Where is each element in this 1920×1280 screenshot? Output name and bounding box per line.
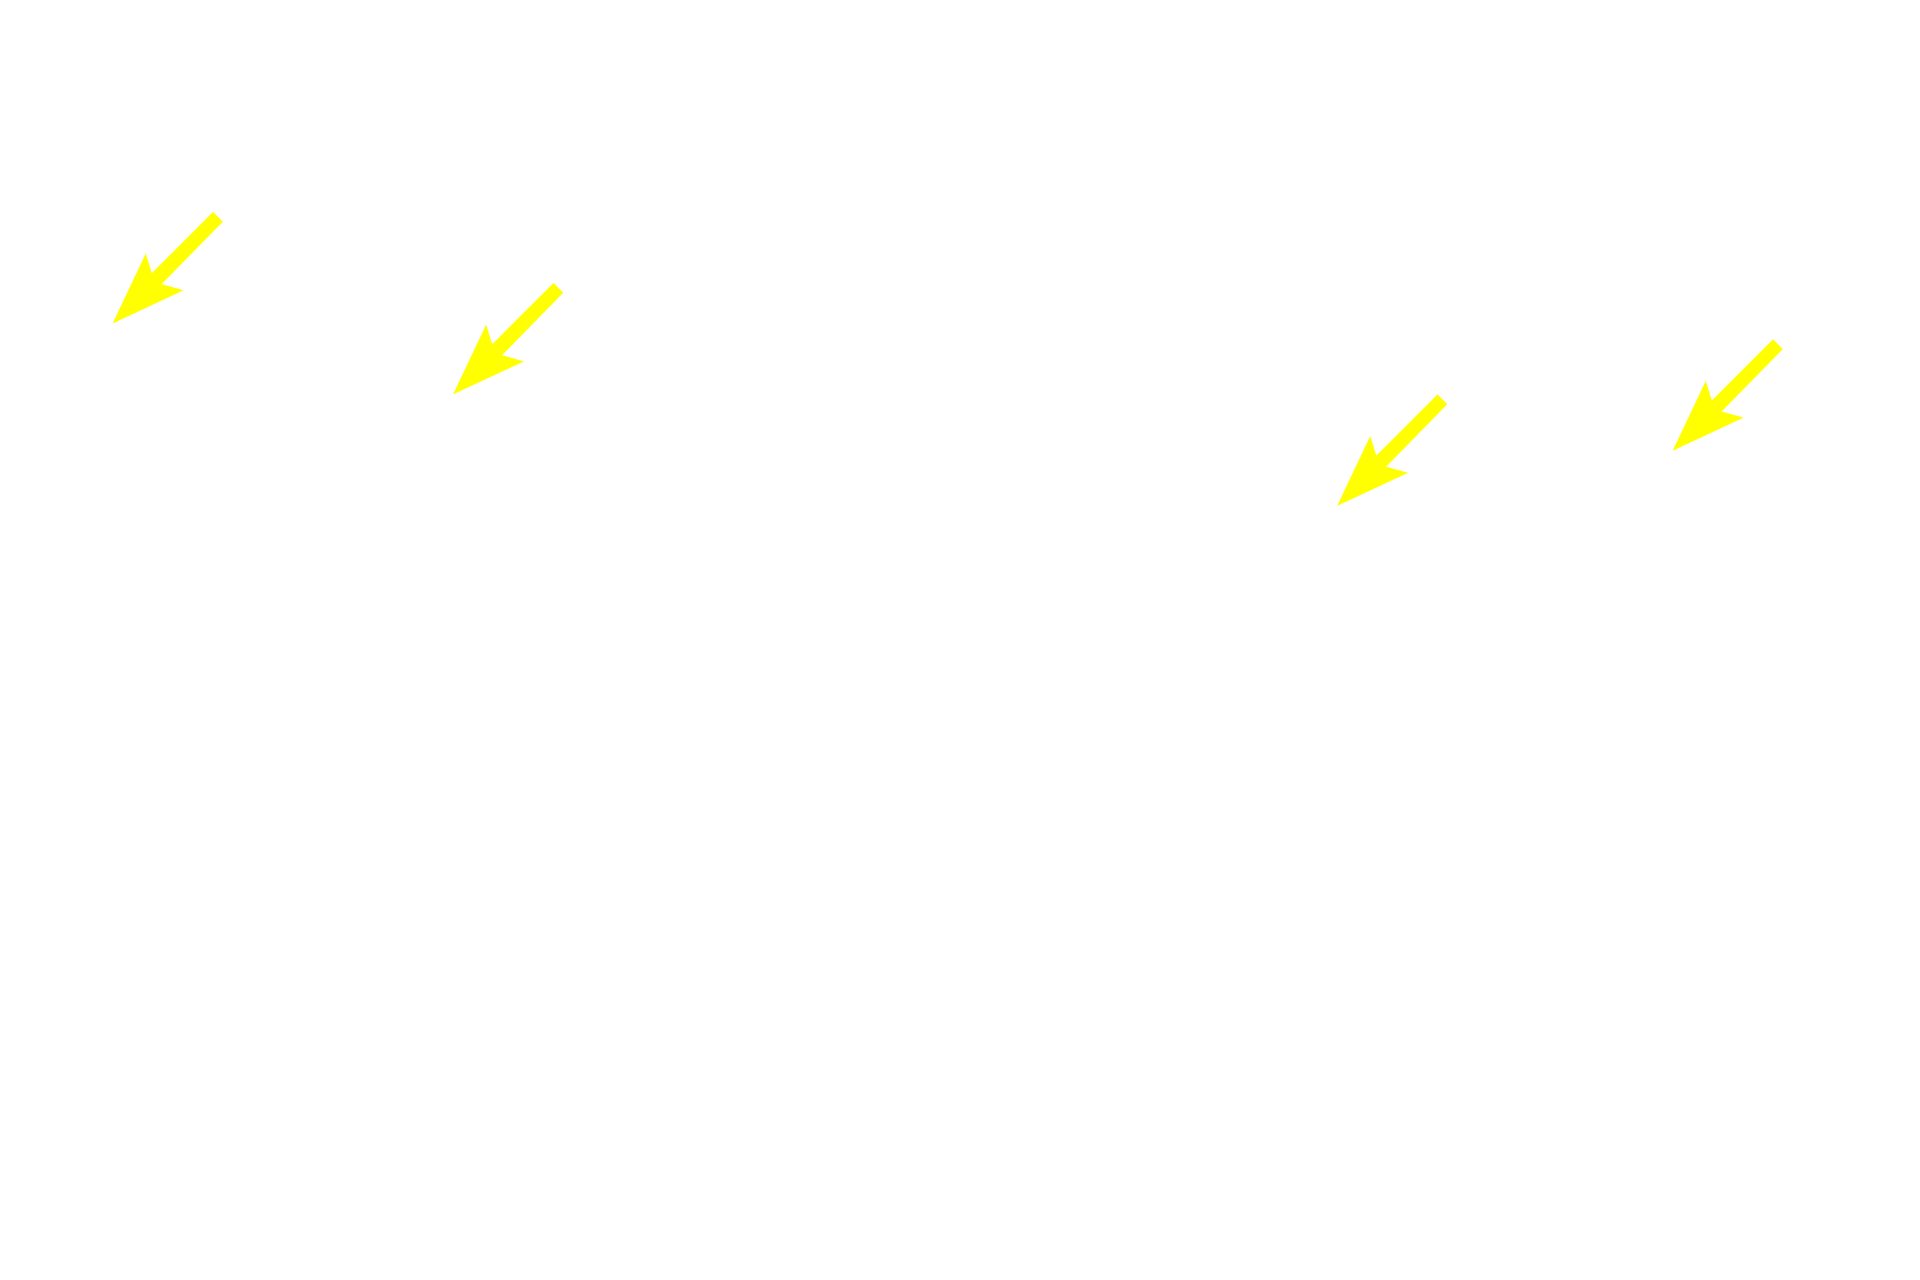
arrow-down-left-icon <box>112 211 223 324</box>
arrow-down-left-icon <box>1672 339 1783 451</box>
arrow-down-left-icon <box>453 282 564 395</box>
arrow-down-left-icon <box>1337 394 1448 506</box>
